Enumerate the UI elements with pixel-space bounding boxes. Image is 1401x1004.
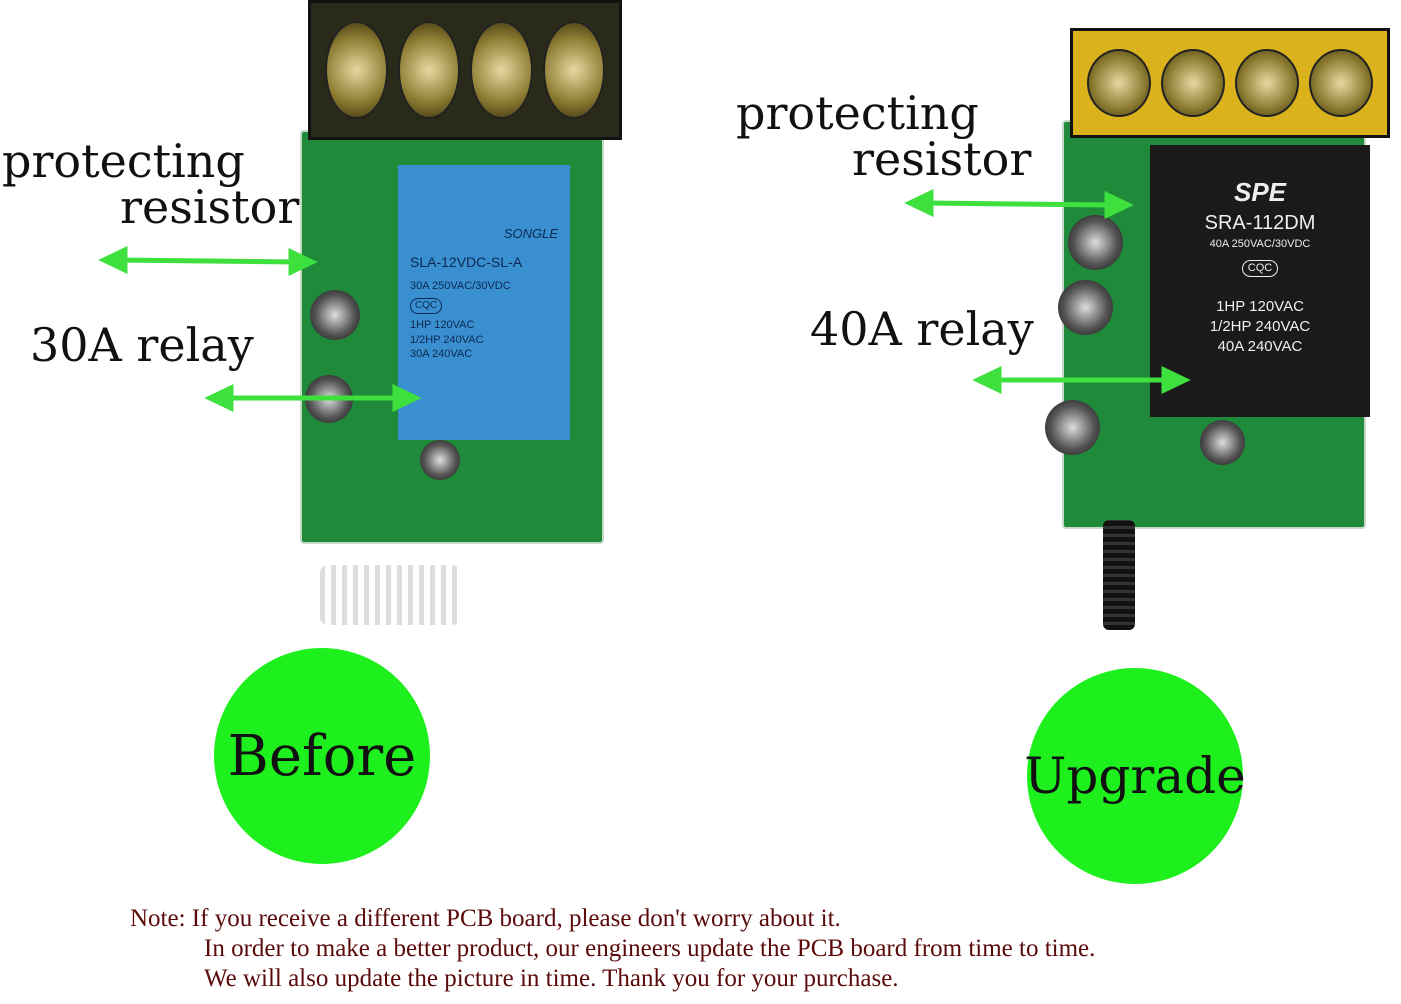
relay-brand: SPE bbox=[1233, 177, 1287, 207]
relay-spec: 40A 240VAC bbox=[1217, 338, 1303, 356]
relay-brand: SONGLE bbox=[503, 226, 558, 241]
arrow-head-icon bbox=[904, 189, 934, 217]
capacitor bbox=[1058, 280, 1113, 335]
relay-upgrade: SPE SRA-112DM 40A 250VAC/30VDC CQC 1HP 1… bbox=[1150, 145, 1370, 417]
capacitor bbox=[1200, 420, 1245, 465]
terminal-block-upgrade bbox=[1070, 28, 1390, 138]
note-line-3: We will also update the picture in time.… bbox=[204, 965, 899, 992]
arrow-head-icon bbox=[288, 248, 318, 276]
arrow-resistor-before bbox=[119, 257, 296, 265]
relay-cert: CQC bbox=[410, 298, 443, 314]
arrow-head-icon bbox=[204, 384, 234, 412]
arrow-resistor-upgrade bbox=[924, 200, 1111, 208]
arrow-head-icon bbox=[1161, 366, 1191, 394]
relay-rating: 40A 250VAC/30VDC bbox=[1209, 238, 1311, 251]
relay-before: SONGLE SLA-12VDC-SL-A 30A 250VAC/30VDC C… bbox=[398, 165, 570, 440]
antenna-spring bbox=[320, 565, 460, 625]
capacitor bbox=[1068, 215, 1123, 270]
relay-spec: 1/2HP 240VAC bbox=[410, 333, 484, 346]
relay-spec: 1/2HP 240VAC bbox=[1209, 318, 1311, 336]
relay-rating: 30A 250VAC/30VDC bbox=[410, 280, 511, 293]
relay-cert: CQC bbox=[1241, 259, 1279, 277]
arrow-head-icon bbox=[392, 384, 422, 412]
arrow-head-icon bbox=[1104, 191, 1134, 219]
relay-spec: 1HP 120VAC bbox=[1216, 297, 1304, 315]
badge-text: Upgrade bbox=[1024, 747, 1246, 805]
arrow-head-icon bbox=[972, 366, 1002, 394]
relay-model: SLA-12VDC-SL-A bbox=[410, 253, 523, 270]
badge-text: Before bbox=[227, 723, 417, 789]
arrow-head-icon bbox=[98, 246, 128, 274]
note-line-2: In order to make a better product, our e… bbox=[204, 935, 1096, 962]
label-40a-relay: 40A relay bbox=[810, 302, 1034, 356]
terminal-block-before bbox=[308, 0, 622, 140]
capacitor bbox=[420, 440, 460, 480]
relay-spec: 30A 240VAC bbox=[410, 348, 473, 361]
capacitor bbox=[310, 290, 360, 340]
antenna-coil bbox=[1103, 520, 1135, 630]
relay-model: SRA-112DM bbox=[1204, 212, 1316, 235]
relay-spec: 1HP 120VAC bbox=[410, 318, 475, 331]
capacitor bbox=[1045, 400, 1100, 455]
badge-upgrade: Upgrade bbox=[1024, 668, 1246, 884]
badge-before: Before bbox=[214, 648, 430, 864]
note-line-1: Note: If you receive a different PCB boa… bbox=[130, 905, 841, 932]
label-30a-relay: 30A relay bbox=[30, 318, 254, 372]
